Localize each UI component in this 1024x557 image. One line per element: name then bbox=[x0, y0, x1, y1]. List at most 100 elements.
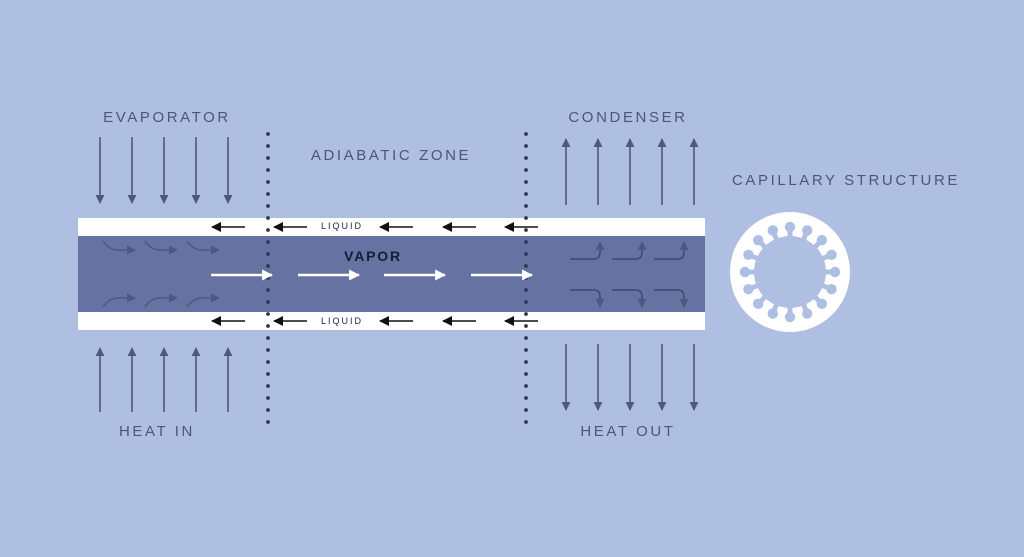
divider-dot bbox=[524, 132, 528, 136]
wick-bulb bbox=[816, 234, 828, 246]
evaporator-arrows bbox=[95, 137, 233, 204]
divider-dot bbox=[266, 180, 270, 184]
vapor-label: VAPOR bbox=[344, 248, 402, 264]
wick-bulb bbox=[767, 308, 778, 319]
wick-bulb bbox=[752, 234, 764, 246]
divider-dot bbox=[266, 192, 270, 196]
curl-arrow bbox=[102, 293, 136, 308]
wick-bulb bbox=[739, 266, 751, 278]
divider-dot bbox=[266, 252, 270, 256]
divider-dot bbox=[524, 336, 528, 340]
divider-dot bbox=[266, 360, 270, 364]
condensation-bend-arrows bbox=[570, 241, 689, 308]
bend-arrow bbox=[570, 289, 605, 308]
curl-arrow bbox=[186, 240, 220, 255]
wick-bulb bbox=[784, 221, 796, 233]
divider-dot bbox=[266, 168, 270, 172]
divider-dot bbox=[266, 384, 270, 388]
divider-dot bbox=[524, 420, 528, 424]
divider-dot bbox=[266, 276, 270, 280]
divider-dot bbox=[524, 240, 528, 244]
divider-dot bbox=[524, 156, 528, 160]
divider-dot bbox=[524, 288, 528, 292]
heat-out-arrows bbox=[561, 344, 699, 411]
divider-dot bbox=[266, 372, 270, 376]
divider-dot bbox=[266, 336, 270, 340]
divider-dot bbox=[266, 396, 270, 400]
divider-dot bbox=[524, 312, 528, 316]
divider-dot bbox=[524, 372, 528, 376]
capillary-structure-cross-section bbox=[730, 212, 850, 332]
bend-arrow bbox=[612, 241, 647, 260]
divider-dot bbox=[524, 276, 528, 280]
wick-bulb bbox=[802, 225, 813, 236]
divider-dot bbox=[266, 408, 270, 412]
divider-dot bbox=[524, 216, 528, 220]
divider-dot bbox=[524, 348, 528, 352]
divider-dot bbox=[524, 192, 528, 196]
evaporation-curl-arrows bbox=[102, 240, 220, 308]
divider-dot bbox=[266, 216, 270, 220]
bend-arrow bbox=[654, 241, 689, 260]
divider-dot bbox=[266, 204, 270, 208]
divider-dot bbox=[524, 252, 528, 256]
divider-dot bbox=[266, 312, 270, 316]
divider-dot bbox=[266, 156, 270, 160]
divider-dot bbox=[266, 288, 270, 292]
heat-in-arrows bbox=[95, 347, 233, 412]
bend-arrow bbox=[654, 289, 689, 308]
bend-arrow bbox=[612, 289, 647, 308]
condenser-arrows bbox=[561, 138, 699, 205]
curl-arrow bbox=[144, 293, 178, 308]
wick-bulb bbox=[829, 266, 841, 278]
heat-out-label: HEAT OUT bbox=[580, 423, 676, 440]
wick-bulb bbox=[826, 284, 837, 295]
capillary-wick-grooves bbox=[739, 221, 841, 323]
divider-dot bbox=[266, 132, 270, 136]
divider-dot bbox=[266, 240, 270, 244]
divider-dot bbox=[266, 144, 270, 148]
divider-dot bbox=[266, 300, 270, 304]
condenser-label: CONDENSER bbox=[568, 109, 688, 126]
wick-bulb bbox=[743, 284, 754, 295]
curl-arrow bbox=[102, 240, 136, 255]
liquid-label-bottom: LIQUID bbox=[320, 316, 364, 326]
divider-dot bbox=[266, 264, 270, 268]
divider-dot bbox=[266, 324, 270, 328]
wick-bulb bbox=[802, 308, 813, 319]
wick-bulb bbox=[752, 298, 764, 310]
evaporator-label: EVAPORATOR bbox=[103, 109, 231, 126]
wick-bulb bbox=[767, 225, 778, 236]
bend-arrow bbox=[570, 241, 605, 260]
capillary-inner-core bbox=[754, 236, 826, 308]
wick-bulb bbox=[743, 249, 754, 260]
divider-dot bbox=[524, 264, 528, 268]
divider-dot bbox=[524, 228, 528, 232]
divider-dot bbox=[524, 204, 528, 208]
divider-dot bbox=[524, 384, 528, 388]
divider-dot bbox=[524, 396, 528, 400]
divider-dot bbox=[266, 420, 270, 424]
divider-dot bbox=[524, 300, 528, 304]
capillary-structure-label: CAPILLARY STRUCTURE bbox=[731, 172, 961, 189]
adiabatic-zone-label: ADIABATIC ZONE bbox=[310, 147, 472, 164]
divider-dot bbox=[524, 324, 528, 328]
curl-arrow bbox=[186, 293, 220, 308]
wick-bulb bbox=[826, 249, 837, 260]
divider-dot bbox=[524, 168, 528, 172]
wick-bulb bbox=[784, 311, 796, 323]
heat-in-label: HEAT IN bbox=[119, 423, 195, 440]
adiabatic-right-divider bbox=[524, 132, 528, 424]
divider-dot bbox=[266, 348, 270, 352]
liquid-label-top: LIQUID bbox=[320, 221, 364, 231]
divider-dot bbox=[524, 180, 528, 184]
divider-dot bbox=[524, 408, 528, 412]
wick-bulb bbox=[816, 298, 828, 310]
divider-dot bbox=[524, 144, 528, 148]
divider-dot bbox=[266, 228, 270, 232]
adiabatic-left-divider bbox=[266, 132, 270, 424]
curl-arrow bbox=[144, 240, 178, 255]
divider-dot bbox=[524, 360, 528, 364]
